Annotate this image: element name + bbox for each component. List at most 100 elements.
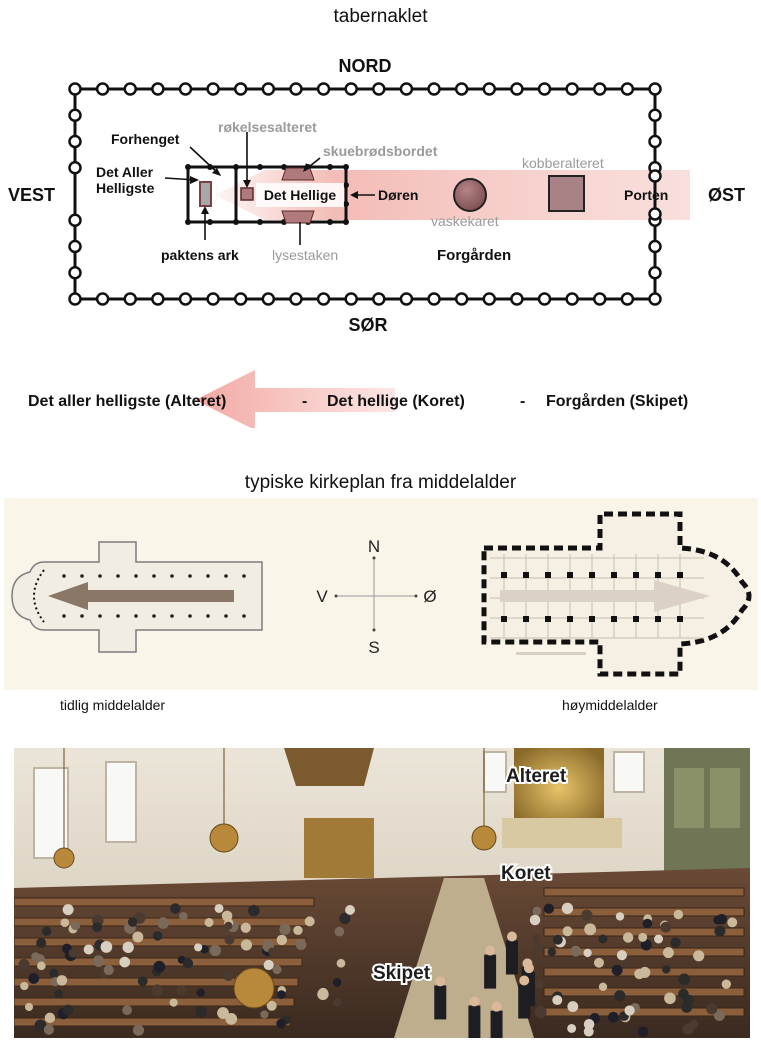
holiest-label-1: Det Aller [96, 164, 154, 180]
fence-post [151, 292, 165, 306]
holy-place-box [256, 183, 344, 207]
west-label: VEST [8, 185, 55, 205]
pier [545, 572, 551, 578]
fence-post [68, 266, 82, 280]
congregant [31, 952, 40, 961]
pew-left [14, 997, 295, 1007]
congregant [176, 984, 187, 996]
congregant [721, 979, 731, 989]
congregant [62, 1004, 74, 1016]
pew-left [14, 1017, 291, 1027]
church-interior-photo: Alteret Koret Skipet [14, 748, 750, 1038]
congregant [260, 1010, 269, 1019]
congregant [127, 917, 138, 927]
early-plan-arrow [48, 582, 234, 610]
congregant [583, 1026, 594, 1037]
congregant [638, 932, 648, 942]
congregant [54, 989, 63, 999]
congregant [92, 922, 103, 933]
congregant [151, 984, 163, 996]
incense-altar-label: røkelsesalteret [218, 119, 317, 135]
showbread-table-shape [281, 167, 315, 181]
congregant [240, 922, 251, 933]
congregant [248, 904, 260, 917]
congregant [217, 1007, 229, 1019]
congregant [583, 1019, 595, 1030]
congregant [137, 976, 148, 987]
column-dot [134, 614, 138, 618]
column-dot [152, 574, 156, 578]
congregant [624, 1005, 635, 1016]
tent-post [343, 219, 349, 225]
fence-post [565, 82, 579, 96]
fence-post [482, 292, 497, 306]
courtyard-label: Forgården [437, 247, 511, 264]
axis-part-holiest: Det aller helligste (Alteret) [28, 393, 226, 410]
congregant [200, 944, 209, 954]
column-dot [80, 574, 84, 578]
fence-post [178, 82, 193, 96]
congregant [209, 944, 222, 957]
pier [655, 572, 661, 578]
congregant [640, 939, 652, 951]
tabernacle-title: tabernaklet [333, 6, 428, 27]
congregant [333, 998, 342, 1007]
early-medieval-plan [11, 541, 263, 653]
congregant [195, 1006, 207, 1018]
fence-post [68, 82, 82, 96]
congregant [345, 905, 355, 915]
compass-west: V [316, 587, 328, 606]
pier [501, 572, 507, 578]
congregant [615, 912, 625, 921]
congregant [670, 937, 681, 948]
congregant [530, 955, 541, 966]
fence-post [95, 82, 110, 96]
standing-person [484, 954, 497, 989]
congregant [279, 923, 291, 935]
column-dot [62, 574, 66, 578]
congregant [28, 973, 40, 984]
congregant [639, 966, 651, 978]
congregant [62, 904, 74, 916]
tent-post [207, 164, 213, 170]
lampstand-label: lysestaken [272, 247, 338, 263]
pier [633, 572, 639, 578]
pier [677, 616, 683, 622]
congregant [642, 918, 653, 929]
tent-post [327, 219, 333, 225]
column-dot [116, 614, 120, 618]
fence-post [565, 292, 579, 306]
fence-post [68, 239, 82, 254]
congregant [277, 990, 286, 1000]
fence-post [427, 82, 441, 96]
pier [589, 616, 595, 622]
tent-post [343, 201, 349, 207]
congregant [543, 903, 555, 914]
congregant [622, 932, 634, 943]
fence-post [123, 292, 137, 306]
door-label: Døren [378, 187, 418, 203]
south-label: SØR [348, 315, 387, 335]
incense-altar-shape [240, 187, 254, 201]
bronze-altar-label: kobberalteret [522, 155, 604, 171]
tent-post [257, 164, 263, 170]
congregant [132, 1024, 145, 1036]
fence-post [316, 82, 331, 96]
fence-post [482, 82, 497, 96]
axis-part-courtyard: Forgården (Skipet) [546, 392, 688, 410]
pew-left [14, 897, 315, 907]
standing-person-head [435, 976, 446, 987]
pier [589, 572, 595, 578]
fence-post [454, 292, 469, 306]
holy-place-label: Det Hellige [264, 187, 337, 203]
church-photo-illustration: Alteret Koret Skipet [14, 748, 750, 1038]
north-label: NORD [339, 56, 392, 76]
fence-post [537, 292, 552, 306]
fence-post [510, 292, 524, 306]
fence-post [233, 292, 248, 306]
tent-post [185, 164, 191, 170]
fence-post [344, 82, 358, 96]
axis-arrow [195, 370, 395, 428]
pier [611, 616, 617, 622]
congregant [295, 939, 307, 950]
